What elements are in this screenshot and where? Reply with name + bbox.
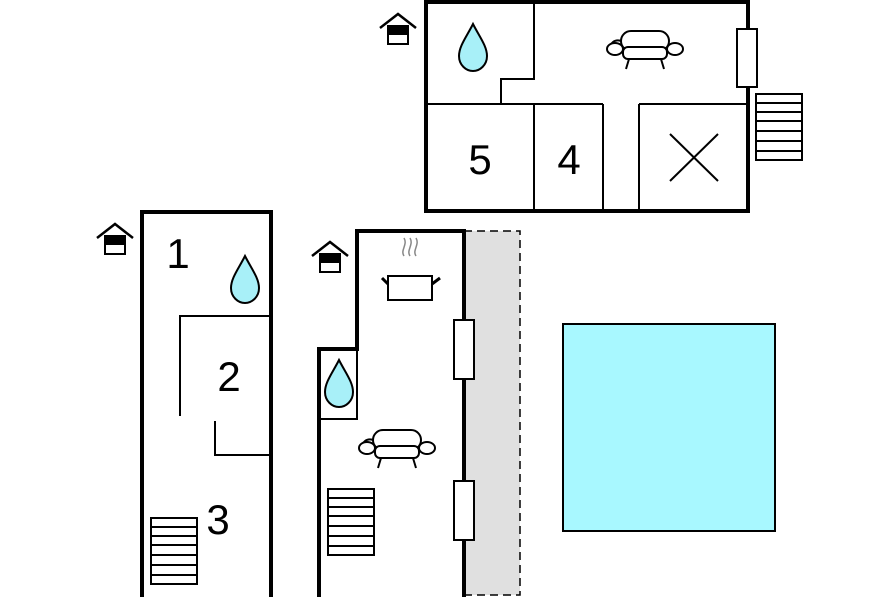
room-label-5: 5 (468, 136, 491, 183)
stairs-icon (150, 517, 198, 585)
upper-floor: 5 4 (378, 0, 803, 213)
stairs-icon (755, 93, 803, 161)
window-icon (736, 28, 758, 88)
floor-level-icon (95, 222, 135, 256)
window-icon (453, 319, 475, 380)
room-label-4: 4 (557, 136, 580, 183)
room-label-1: 1 (166, 230, 189, 277)
void-cross-icon (669, 133, 719, 182)
left-floor: 1 2 3 (95, 210, 273, 597)
floor-level-icon (378, 12, 418, 46)
stairs-icon (327, 488, 375, 556)
room-label-2: 2 (217, 353, 240, 400)
middle-floor (310, 229, 521, 597)
cooking-pot-icon (380, 237, 441, 301)
room-label-3: 3 (206, 496, 229, 543)
window-icon (453, 480, 475, 541)
floor-level-icon (310, 240, 350, 274)
swimming-pool (562, 323, 776, 532)
